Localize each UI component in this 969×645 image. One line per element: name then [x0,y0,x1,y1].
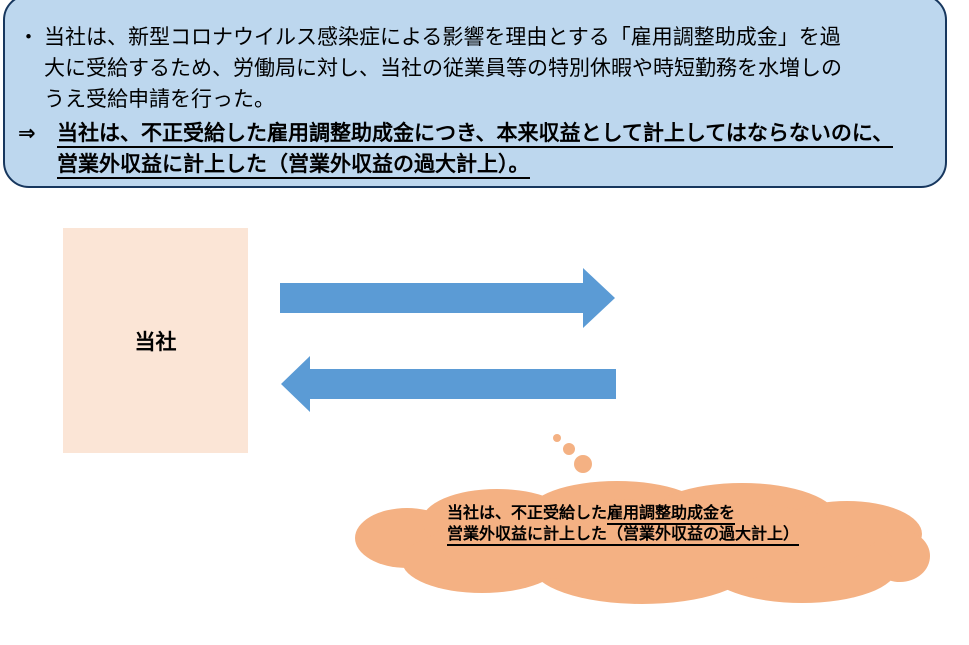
bubble-line-1-underlined: 雇用調整助成金を [607,505,736,525]
arrow-left-shape [281,356,616,412]
arrow-right-icon [280,268,615,328]
company-label: 当社 [134,330,177,354]
conclusion-line-2: 営業外収益に計上した（営業外収益の過大計上）。 [57,149,893,180]
bubble-text-line-1: 当社は、不正受給した雇用調整助成金を [447,503,799,525]
bubble-line-2-underlined: 営業外収益に計上した（営業外収益の過大計上） [447,526,800,546]
bullet-lines: 当社は、新型コロナウイルス感染症による影響を理由とする「雇用調整助成金」を過 大… [44,22,842,115]
bubble-text-line-2: 営業外収益に計上した（営業外収益の過大計上） [447,524,800,546]
conclusion-lines: 当社は、不正受給した雇用調整助成金につき、本来収益として計上してはならないのに、… [57,118,894,180]
arrow-right-shape [280,268,615,328]
cloud-shape [355,481,930,604]
conclusion-line-2-text: 営業外収益に計上した（営業外収益の過大計上）。 [57,153,530,179]
bubble-text: 当社は、不正受給した雇用調整助成金を 営業外収益に計上した（営業外収益の過大計上… [447,503,800,546]
thought-dot-medium [563,443,575,455]
summary-callout [3,0,947,188]
thought-dot-small [553,434,561,442]
thought-dot-large [574,455,592,473]
bullet-line-3: うえ受給申請を行った。 [44,88,275,111]
bubble-line-1-plain: 当社は、不正受給した [447,505,608,522]
arrow-left-icon [281,356,616,412]
thought-bubble-cloud [355,481,930,604]
bullet-marker: ・ [18,26,39,49]
bullet-line-1: 当社は、新型コロナウイルス感染症による影響を理由とする「雇用調整助成金」を過 [44,26,841,49]
conclusion-line-1-text: 当社は、不正受給した雇用調整助成金につき、本来収益として計上してはならないのに、 [57,122,894,148]
bullet-line-2: 大に受給するため、労働局に対し、当社の従業員等の特別休暇や時短勤務を水増しの [44,57,842,80]
double-arrow-marker: ⇒ [18,122,36,145]
company-box: 当社 [63,228,248,453]
conclusion-line-1: 当社は、不正受給した雇用調整助成金につき、本来収益として計上してはならないのに、 [57,118,894,149]
bullet-item: ・ 当社は、新型コロナウイルス感染症による影響を理由とする「雇用調整助成金」を過… [18,22,842,115]
conclusion-item: ⇒ 当社は、不正受給した雇用調整助成金につき、本来収益として計上してはならないの… [18,118,894,180]
